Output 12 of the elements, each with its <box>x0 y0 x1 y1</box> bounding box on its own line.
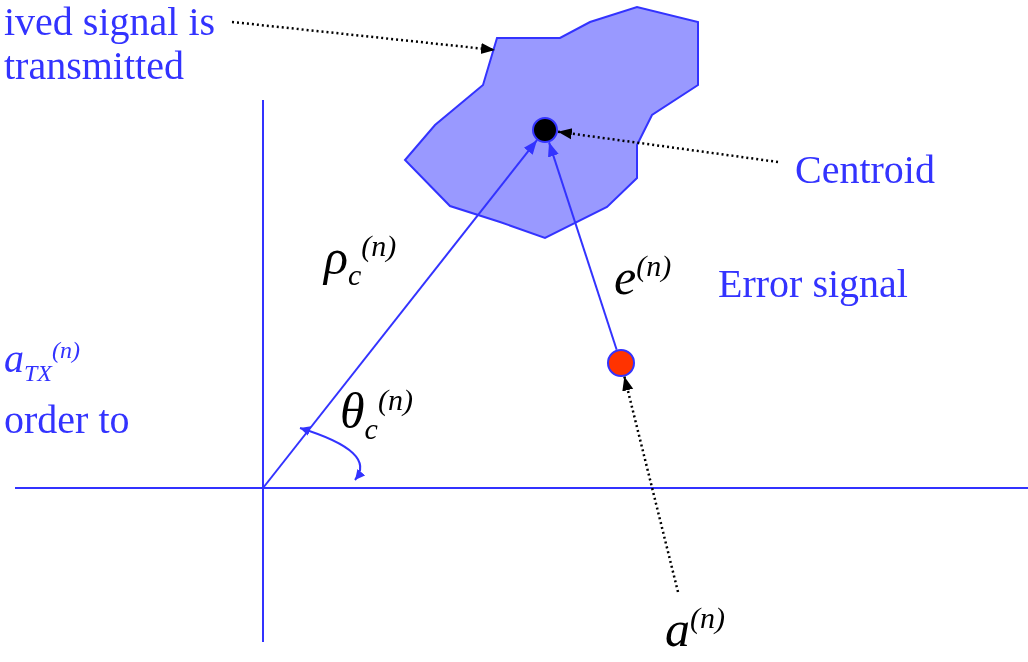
vector-arrow <box>548 141 618 351</box>
leader-line <box>231 20 496 55</box>
symbol-label: a$^{(n)}$ <box>665 590 775 657</box>
signal-cloud <box>405 7 699 239</box>
annotation-text: Centroid <box>795 148 985 192</box>
annotation-text: order to <box>4 398 130 442</box>
leader-line <box>557 128 779 164</box>
annotation-text: ived signal is transmitted <box>4 0 244 88</box>
symbol-dot <box>607 349 635 377</box>
leader-line <box>622 376 680 593</box>
vector-arrow <box>262 139 538 489</box>
annotation-text: Error signal <box>718 262 908 306</box>
